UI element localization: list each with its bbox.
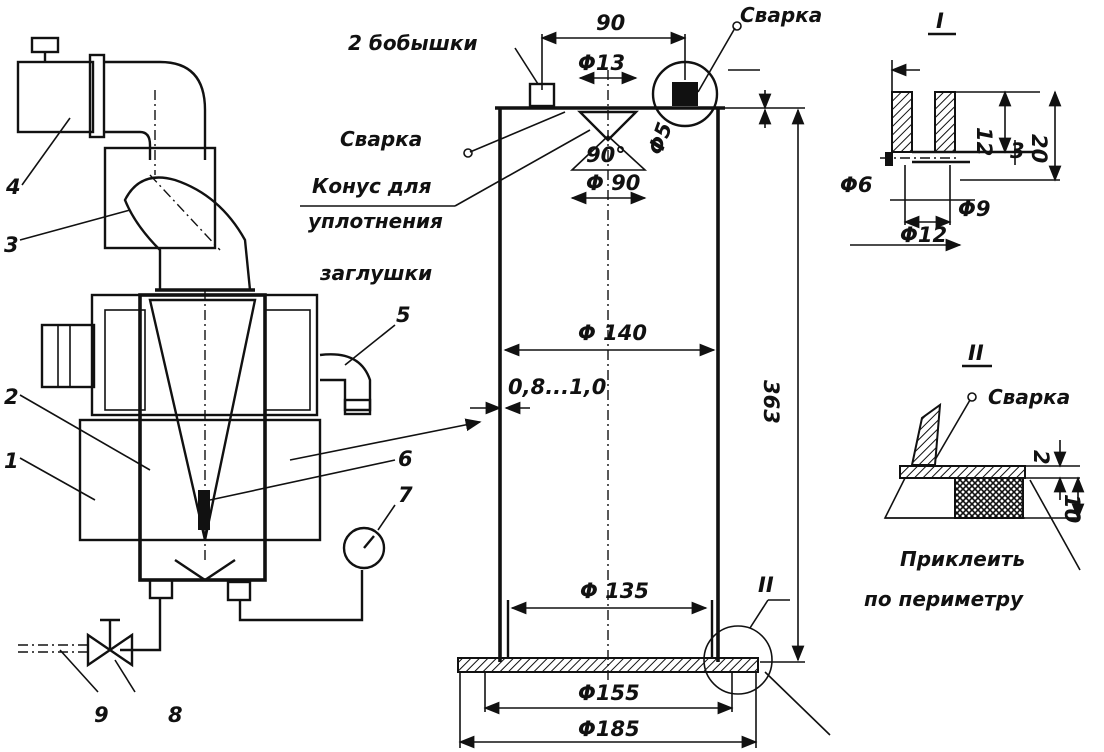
bosses-label: 2 бобышки bbox=[348, 31, 477, 55]
part-number-2: 2 bbox=[4, 385, 19, 409]
detail-two: II Сварка 2 10 Приклеить по периметру bbox=[864, 341, 1085, 611]
glue-label: Приклеить bbox=[900, 547, 1025, 571]
dim-d185: Φ185 bbox=[578, 717, 640, 741]
cone-label-2: уплотнения bbox=[308, 209, 443, 233]
part-number-8: 8 bbox=[168, 703, 183, 727]
dim-d13: Φ13 bbox=[578, 51, 625, 75]
dim-wall: 0,8...1,0 bbox=[508, 375, 606, 399]
detail-two-title: II bbox=[968, 341, 984, 365]
dim-d140: Φ 140 bbox=[578, 321, 647, 345]
part-number-7: 7 bbox=[398, 483, 413, 507]
dim-363: 363 bbox=[759, 380, 783, 424]
part-leaders bbox=[19, 117, 482, 693]
filter-housing bbox=[40, 288, 372, 582]
part-number-1: 1 bbox=[4, 449, 19, 473]
part-number-6: 6 bbox=[398, 447, 413, 471]
welding-label-top: Сварка bbox=[740, 3, 822, 27]
dim-angle-90: 90° bbox=[586, 143, 626, 167]
part-number-4: 4 bbox=[5, 175, 21, 199]
cone-label: Конус для bbox=[312, 174, 432, 198]
detail-one-dim-d9: Φ9 bbox=[958, 197, 990, 221]
inlet-pipe bbox=[16, 36, 106, 139]
glue-label-2: по периметру bbox=[864, 587, 1024, 611]
detail-one: I 12 20 3 Φ6 Φ9 Φ12 bbox=[840, 9, 1062, 252]
elbow-pipe bbox=[103, 60, 252, 292]
welding-label-left: Сварка bbox=[340, 127, 422, 151]
part-number-3: 3 bbox=[4, 233, 19, 257]
filter-assembly: 4 3 2 1 5 6 7 8 9 заглушки bbox=[4, 36, 482, 727]
detail-one-dim-20: 20 bbox=[1027, 134, 1051, 163]
detail-two-dim-10: 10 bbox=[1060, 494, 1084, 523]
plugs-label: заглушки bbox=[319, 261, 432, 285]
welding-label-detail: Сварка bbox=[988, 385, 1070, 409]
bottom-fittings bbox=[18, 526, 386, 668]
detail-one-dim-12: 12 bbox=[972, 127, 996, 156]
detail-one-dim-3: 3 bbox=[1010, 139, 1025, 163]
detail-two-dim-2: 2 bbox=[1029, 450, 1053, 465]
cylinder-drawing: 2 бобышки Сварка Сварка Конус для уплотн… bbox=[300, 3, 831, 749]
part-number-9: 9 bbox=[94, 703, 109, 727]
dim-d5: Φ5 bbox=[643, 119, 677, 158]
dim-d135: Φ 135 bbox=[580, 579, 649, 603]
detail-one-dim-d6: Φ6 bbox=[840, 173, 872, 197]
part-number-5: 5 bbox=[396, 303, 411, 327]
dim-90-top: 90 bbox=[596, 11, 625, 35]
detail-ref-two: II bbox=[758, 573, 774, 597]
detail-one-dim-d12: Φ12 bbox=[900, 223, 947, 247]
dim-d155: Φ155 bbox=[578, 681, 640, 705]
dim-d90-cone: Φ 90 bbox=[586, 171, 640, 195]
detail-one-title: I bbox=[936, 9, 944, 33]
